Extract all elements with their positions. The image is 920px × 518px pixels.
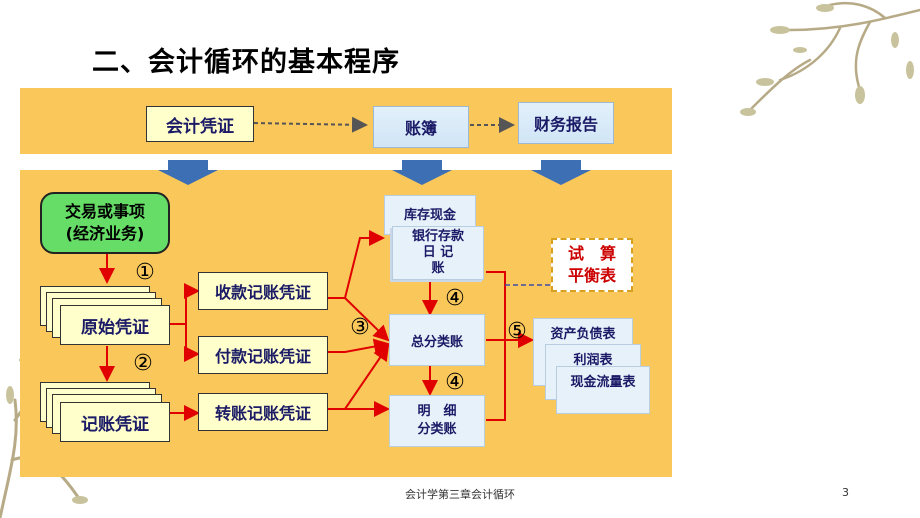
trial-balance: 试 算 平衡表 [551,238,633,292]
transaction-event-line1: 交易或事项 [64,202,145,221]
financial-report-stage: 财务报告 [518,102,614,144]
transfer-voucher: 转账记账凭证 [198,393,328,431]
down-arrow-ledger [392,160,452,185]
subsidiary-ledger: 明 细 分类账 [389,395,485,447]
accounting-voucher-stage: 会计凭证 [146,106,254,142]
receipt-voucher: 收款记账凭证 [198,272,328,310]
bank-journal-line3: 账 [431,261,445,276]
original-voucher: 原始凭证 [60,305,170,345]
decorative-branch-top-right [740,1,920,116]
step-1-marker: ① [135,259,155,285]
trial-balance-line1: 试 算 [567,244,616,263]
page-title: 二、会计循环的基本程序 [92,47,400,78]
cash-flow-statement: 现金流量表 [556,366,650,414]
down-arrow-voucher [158,160,218,185]
step-5-marker: ⑤ [507,318,527,344]
general-ledger: 总分类账 [389,314,485,366]
bank-journal-line1: 银行存款 [411,229,464,244]
trial-balance-line2: 平衡表 [567,266,616,285]
subsidiary-ledger-line1: 明 细 [417,404,457,419]
bank-journal-line2: 日 记 [422,245,454,260]
arrow-voucher-to-ledger [253,116,368,133]
step-2-marker: ② [133,350,153,376]
bank-journal: 银行存款 日 记 账 [392,226,484,280]
step-4b-marker: ④ [445,369,465,395]
down-arrow-report [531,160,591,185]
step-4a-marker: ④ [445,285,465,311]
payment-voucher: 付款记账凭证 [198,336,328,374]
subsidiary-ledger-line2: 分类账 [417,422,457,437]
transaction-event: 交易或事项 (经济业务) [40,192,170,254]
accounting-voucher: 记账凭证 [60,402,170,442]
page-number: 3 [842,486,849,499]
footer-text: 会计学第三章会计循环 [405,488,515,501]
ledger-stage: 账簿 [373,106,469,148]
step-3-marker: ③ [350,314,370,340]
transaction-event-line2: (经济业务) [65,224,145,243]
